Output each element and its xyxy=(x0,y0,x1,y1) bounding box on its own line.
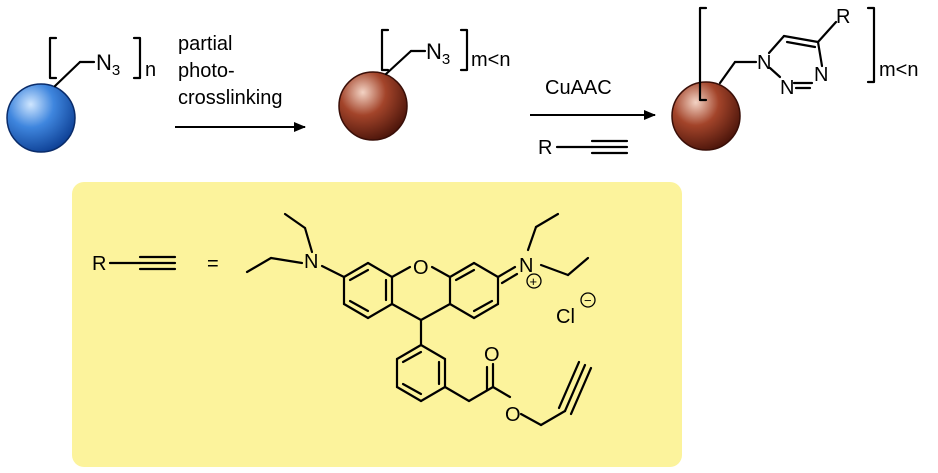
plus-charge-circle xyxy=(526,273,542,289)
bond xyxy=(245,256,273,274)
bond xyxy=(430,265,452,279)
right-bracket xyxy=(132,36,142,80)
bond xyxy=(448,261,476,279)
bond xyxy=(390,302,423,322)
bond xyxy=(303,226,314,254)
triazole-bond-n2-n1 xyxy=(768,66,782,79)
bond xyxy=(419,343,447,361)
bond xyxy=(348,268,370,282)
bond xyxy=(539,409,567,427)
step1: partial photo- crosslinking xyxy=(175,33,306,132)
triazole-n3: N xyxy=(814,64,828,86)
equals-sign: = xyxy=(207,253,219,275)
carbonyl-o: O xyxy=(484,344,500,366)
right-bracket xyxy=(459,28,469,72)
bond xyxy=(454,268,476,282)
crosslinked-polymer: N3 m<n xyxy=(338,28,510,141)
left-bracket xyxy=(698,6,708,102)
right-bracket xyxy=(866,6,876,84)
alkyne-r-label: R xyxy=(92,253,106,275)
bond xyxy=(269,256,304,265)
bond xyxy=(419,385,447,403)
left-bracket xyxy=(48,36,58,80)
step2: CuAAC R xyxy=(530,77,656,159)
bond xyxy=(534,212,560,229)
bond xyxy=(401,382,423,396)
rhodamine-alkyne-structure: N O xyxy=(245,212,596,427)
charge-plus: + xyxy=(530,274,538,289)
reagent-line-1: partial xyxy=(178,33,232,55)
linker-bond xyxy=(384,49,413,76)
bond xyxy=(320,264,346,279)
bond xyxy=(342,302,370,320)
charge-minus: − xyxy=(584,293,592,308)
bond xyxy=(419,302,452,322)
triazole-n1: N xyxy=(757,52,771,74)
brown-polymer-bead xyxy=(338,71,408,141)
bond xyxy=(496,265,517,279)
bond xyxy=(557,360,581,410)
triazole-r: R xyxy=(836,6,850,28)
bond xyxy=(569,366,593,416)
bond xyxy=(519,412,543,427)
product-polymer: N N N R m<n xyxy=(671,6,918,151)
triazole-c4-r-bond xyxy=(816,20,838,44)
bond xyxy=(342,261,370,279)
bond xyxy=(472,261,500,279)
start-polymer: N3 n xyxy=(6,36,156,153)
definition-box: R = N O xyxy=(72,182,682,467)
blue-polymer-bead xyxy=(6,83,76,153)
triazole-bond-c5-c4 xyxy=(782,34,820,44)
triazole-n2: N xyxy=(780,77,794,99)
bond xyxy=(401,350,423,364)
bond xyxy=(467,385,495,403)
definition-box-background xyxy=(72,182,682,467)
bond xyxy=(395,385,423,403)
chloride: Cl xyxy=(556,306,575,328)
linker-bond xyxy=(53,60,82,88)
bond xyxy=(448,302,476,320)
azide-label: N3 xyxy=(426,39,450,68)
xanthene-o: O xyxy=(413,257,429,279)
bond xyxy=(566,256,590,277)
triazole-bond-n1-c5 xyxy=(767,34,786,55)
bond xyxy=(443,385,471,403)
bond xyxy=(500,272,519,285)
bond xyxy=(491,385,512,399)
brown-polymer-bead xyxy=(671,81,741,151)
repeat-subscript: n xyxy=(145,59,156,81)
repeat-subscript: m<n xyxy=(879,59,918,81)
triazole-bond-c4-n3 xyxy=(816,40,824,68)
alkyne-r-label: R xyxy=(538,137,552,159)
bond xyxy=(283,212,307,230)
bond xyxy=(395,343,423,361)
bond xyxy=(390,265,412,279)
iminium-n: N xyxy=(519,255,533,277)
bond xyxy=(472,299,494,313)
bond xyxy=(348,299,370,313)
left-bracket xyxy=(380,28,390,72)
bond xyxy=(539,263,570,277)
reagent-line-2: photo- xyxy=(178,60,235,82)
ester-o: O xyxy=(505,404,521,426)
reagent-line-3: crosslinking xyxy=(178,87,282,109)
bond xyxy=(526,225,538,252)
linker-bond xyxy=(718,60,737,85)
bond xyxy=(366,261,394,279)
amine-n: N xyxy=(304,251,318,273)
repeat-subscript: m<n xyxy=(471,49,510,71)
triazole-double-c5-c4 xyxy=(785,40,817,49)
minus-charge-circle xyxy=(580,292,596,308)
azide-label: N3 xyxy=(96,50,120,79)
bond xyxy=(563,363,587,413)
bond xyxy=(366,302,394,320)
bond xyxy=(472,302,500,320)
cuaac-label: CuAAC xyxy=(545,77,612,99)
